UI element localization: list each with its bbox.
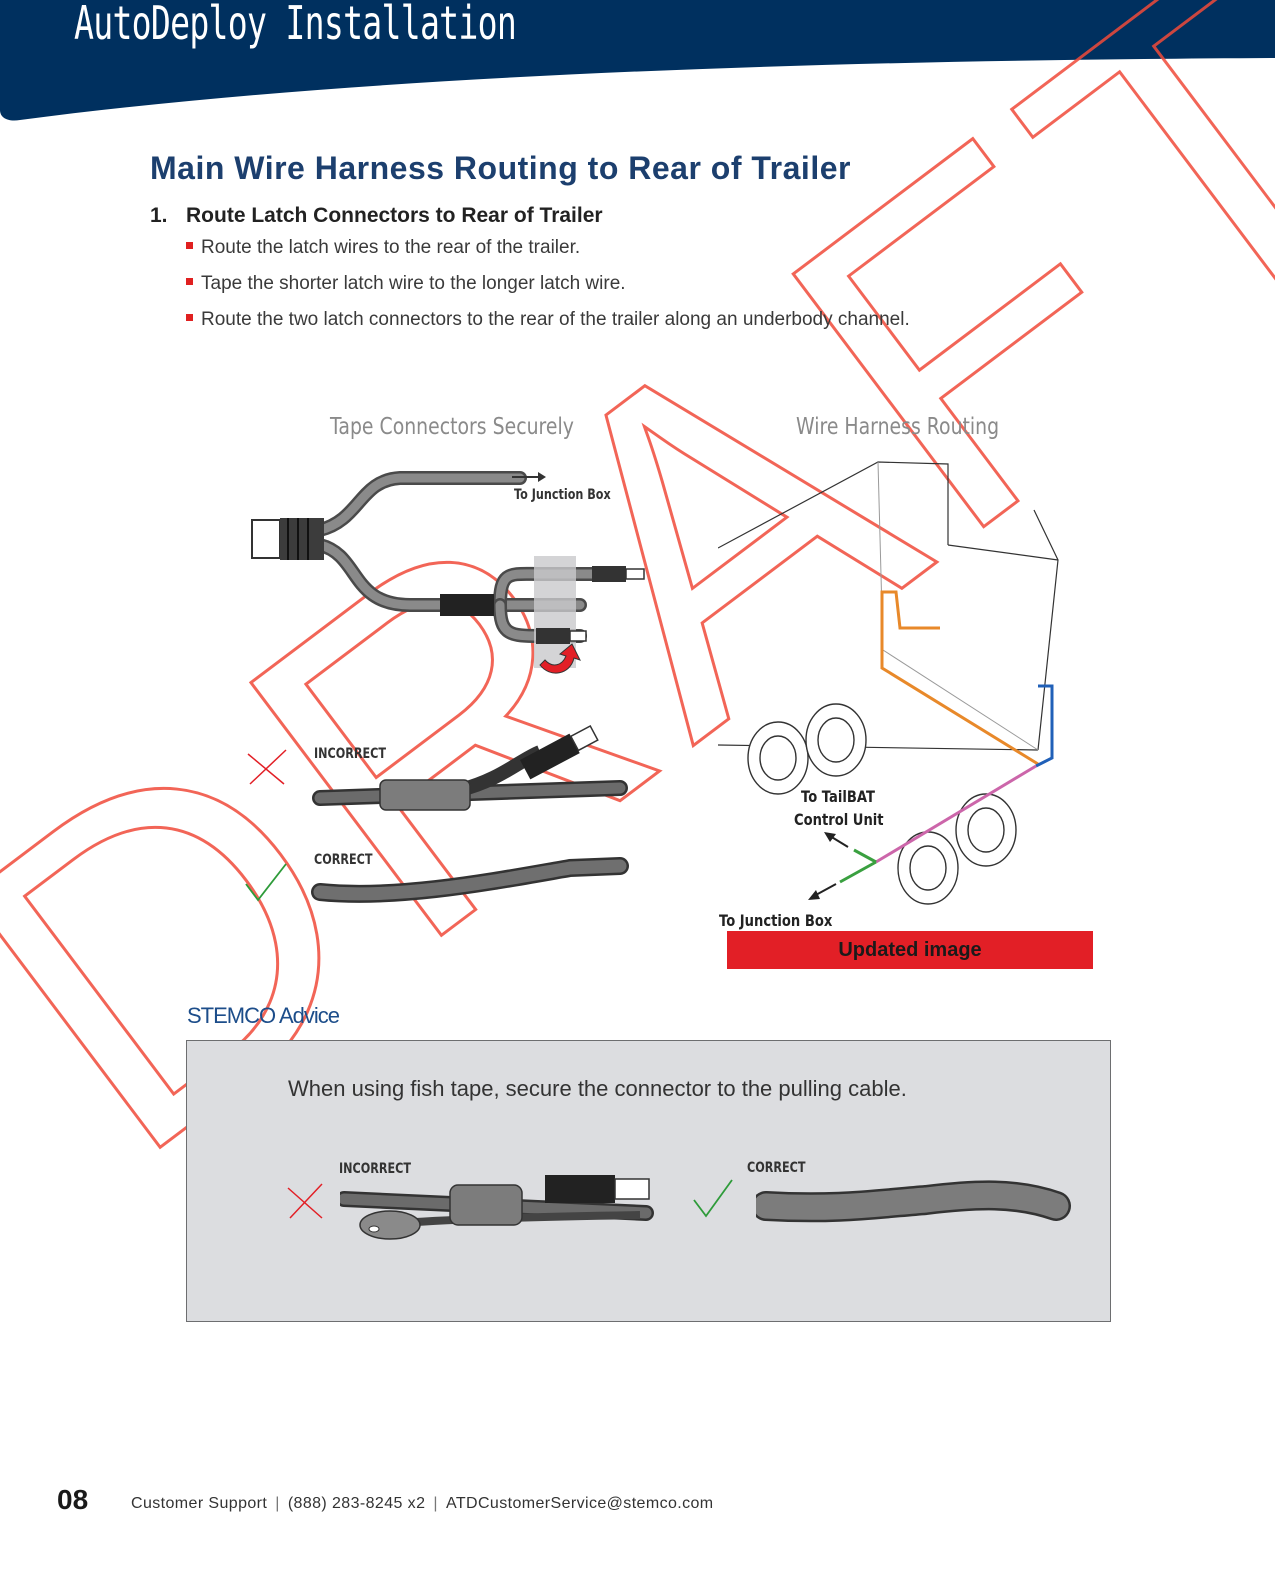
- header-band: [0, 0, 1275, 121]
- route-arrow-icon: [808, 832, 849, 900]
- instruction-list: Route the latch wires to the rear of the…: [186, 236, 910, 344]
- junction-sleeve: [440, 594, 494, 616]
- left-figure-caption: Tape Connectors Securely: [330, 414, 574, 440]
- list-item: Tape the shorter latch wire to the longe…: [186, 272, 910, 308]
- to-junction-box-top-label: To Junction Box: [514, 487, 611, 503]
- bullet-square-icon: [186, 278, 193, 286]
- list-item: Route the two latch connectors to the re…: [186, 308, 910, 344]
- header-title: AutoDeploy Installation: [74, 0, 517, 50]
- list-item: Route the latch wires to the rear of the…: [186, 236, 910, 272]
- support-label: Customer Support: [131, 1495, 268, 1512]
- step-title-text: Route Latch Connectors to Rear of Traile…: [186, 204, 603, 227]
- support-phone: (888) 283-8245 x2: [287, 1495, 426, 1512]
- advice-text: When using fish tape, secure the connect…: [288, 1076, 907, 1101]
- correct-label: CORRECT: [314, 852, 373, 868]
- bullet-square-icon: [186, 314, 193, 322]
- step-number: 1.: [150, 204, 168, 227]
- latch-connector-top: [592, 566, 645, 582]
- latch-connector-bottom: [536, 628, 587, 644]
- incorrect-taping-illustration: [312, 724, 628, 811]
- updated-image-banner: Updated image: [727, 931, 1093, 969]
- fish-tape-incorrect-illustration: [340, 1175, 654, 1240]
- correct-taping-illustration: [311, 857, 629, 903]
- step-title: 1. Route Latch Connectors to Rear of Trai…: [150, 204, 603, 228]
- advice-green-check-icon: [693, 1179, 733, 1218]
- page-number: 08: [57, 1484, 89, 1515]
- right-figure-caption: Wire Harness Routing: [796, 414, 1000, 440]
- junction-arrow-icon: [512, 472, 546, 482]
- footer-contact: Customer Support|(888) 283-8245 x2|ATDCu…: [131, 1495, 714, 1512]
- green-check-icon: [245, 863, 287, 902]
- blue-harness-path: [1035, 684, 1054, 768]
- advice-correct-label: CORRECT: [747, 1160, 806, 1176]
- wire-harness-routing-illustration: [718, 461, 1059, 905]
- fish-tape-correct-illustration: [756, 1180, 1071, 1223]
- y-harness-cable: [313, 471, 607, 643]
- list-item-text: Route the two latch connectors to the re…: [201, 309, 910, 330]
- list-item-text: Route the latch wires to the rear of the…: [201, 237, 581, 258]
- pink-harness-path: [875, 764, 1037, 864]
- support-email-link[interactable]: ATDCustomerService@stemco.com: [445, 1495, 714, 1512]
- incorrect-label: INCORRECT: [314, 746, 387, 762]
- advice-heading: STEMCO Advice: [187, 1003, 340, 1028]
- bullet-square-icon: [186, 242, 193, 250]
- red-x-icon: [247, 749, 287, 785]
- advice-red-x-icon: [287, 1183, 323, 1219]
- main-connector-icon: [251, 518, 324, 560]
- to-tailbat-label-line2: Control Unit: [794, 810, 884, 829]
- to-tailbat-label-line1: To TailBAT: [801, 787, 875, 806]
- list-item-text: Tape the shorter latch wire to the longe…: [201, 273, 626, 294]
- advice-incorrect-label: INCORRECT: [339, 1161, 412, 1177]
- to-junction-box-bottom-label: To Junction Box: [719, 911, 833, 930]
- rear-wheels-icon: [747, 703, 1017, 905]
- green-harness-path: [839, 848, 877, 884]
- wrap-arrow-icon: [539, 643, 581, 674]
- section-title: Main Wire Harness Routing to Rear of Tra…: [150, 150, 851, 186]
- tape-connectors-illustration: [251, 471, 645, 903]
- orange-harness-path: [880, 590, 1039, 766]
